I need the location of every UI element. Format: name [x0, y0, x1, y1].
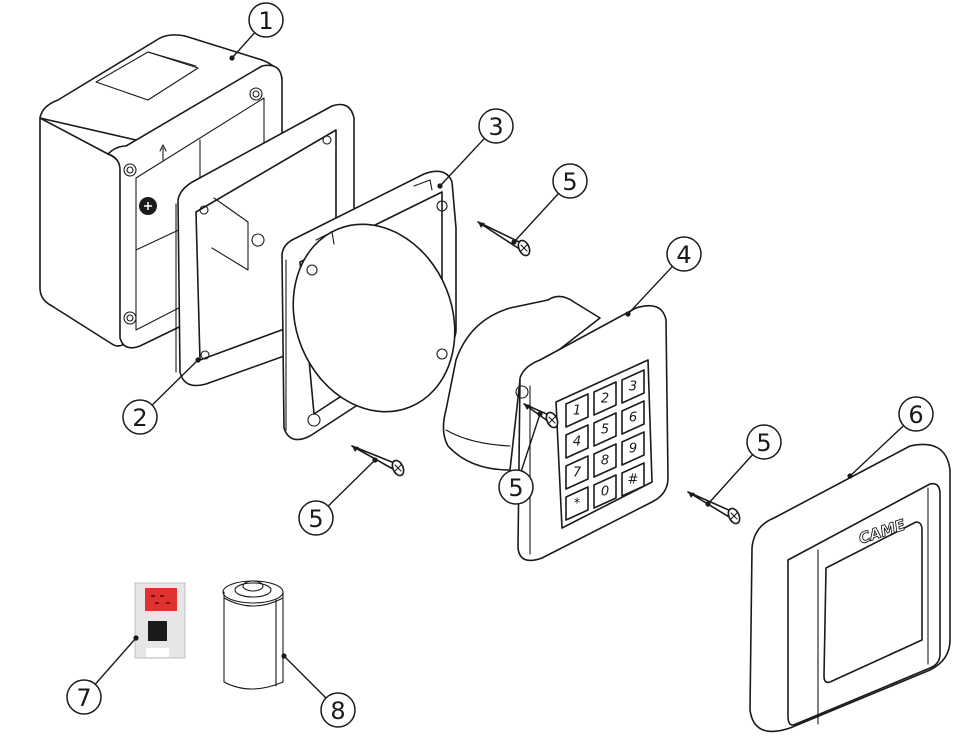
callout-5c: 5 [498, 411, 543, 505]
callout-circle [498, 469, 534, 505]
leader-dot [281, 653, 287, 659]
callout-5a: 5 [511, 163, 588, 245]
callout-2: 2 [122, 357, 201, 435]
keypad-key-label: 4 [573, 435, 581, 450]
leader-dot [372, 457, 378, 463]
keypad-key-label: 3 [629, 380, 637, 395]
callout-5b: 5 [298, 457, 378, 536]
keypad-key-label: 6 [629, 411, 637, 426]
keypad-key: 8 [593, 443, 617, 478]
keypad-key: 7 [565, 455, 589, 490]
leader-line [283, 655, 327, 699]
keypad-key: 3 [621, 369, 645, 404]
screw [523, 403, 559, 429]
callout-number: 8 [330, 697, 345, 725]
leader-line [520, 413, 541, 472]
leader-line [327, 459, 376, 507]
leader-dot [625, 311, 631, 317]
mounting-frame [281, 170, 457, 441]
keypad-key-label: 0 [601, 485, 609, 500]
keypad-key-label: # [628, 473, 639, 488]
callout-6: 6 [847, 396, 934, 479]
leader-line [513, 193, 560, 243]
keypad-keys: 1 2 3 4 5 6 7 8 9 * 0 # [565, 369, 645, 521]
callout-4: 4 [625, 236, 702, 317]
leader-line [94, 637, 137, 685]
leader-dot [229, 55, 235, 61]
callout-1: 1 [229, 2, 284, 61]
leader-dot [437, 183, 443, 189]
front-cover: CAME [749, 443, 951, 733]
leader-dot [133, 635, 139, 641]
keypad-key-label: * [574, 497, 581, 512]
callout-circle [478, 108, 514, 144]
leader-line [151, 359, 199, 406]
callout-circle [248, 2, 284, 38]
callout-number: 5 [756, 429, 771, 457]
callout-number: 2 [132, 404, 147, 432]
keypad-key-label: 9 [629, 442, 637, 457]
callout-number: 1 [258, 7, 273, 35]
callout-circle [298, 500, 334, 536]
keypad-key-label: 8 [601, 454, 609, 469]
callout-number: 5 [508, 474, 523, 502]
callout-number: 7 [76, 684, 91, 712]
keypad-key: 1 [565, 393, 589, 428]
keypad-key: 4 [565, 424, 589, 459]
callout-number: 3 [488, 113, 503, 141]
leader-dot [511, 239, 517, 245]
screw [477, 221, 531, 257]
leader-line [707, 454, 754, 505]
callout-circle [320, 692, 356, 728]
keypad-key-label: 2 [601, 392, 609, 407]
callout-7: 7 [66, 635, 139, 715]
keypad-key-label: 7 [573, 466, 582, 481]
circuit-board [134, 582, 186, 659]
callout-5d: 5 [705, 424, 782, 507]
callout-circle [898, 396, 934, 432]
leader-line [439, 137, 485, 187]
callout-circle [122, 399, 158, 435]
callout-8: 8 [281, 653, 356, 728]
callout-number: 5 [308, 505, 323, 533]
callout-circle [66, 679, 102, 715]
callout-circle [746, 424, 782, 460]
leader-dot [705, 501, 711, 507]
callout-number: 4 [676, 241, 691, 269]
leader-line [627, 265, 673, 315]
leader-line [231, 32, 256, 59]
keypad-key: 6 [621, 400, 645, 435]
callouts: 1 2 3 4 5 5 5 5 6 7 8 [66, 2, 934, 728]
keypad-key: # [621, 462, 645, 497]
keypad-key: * [565, 486, 589, 521]
callout-circle [666, 236, 702, 272]
keypad-key: 2 [593, 381, 617, 416]
screw [351, 445, 405, 477]
keypad-key: 0 [593, 474, 617, 509]
leader-line [849, 425, 905, 477]
leader-dot [195, 357, 201, 363]
leader-dot [537, 411, 543, 417]
callout-number: 5 [562, 168, 577, 196]
leader-dot [847, 473, 853, 479]
callout-circle [552, 163, 588, 199]
keypad-key: 9 [621, 431, 645, 466]
keypad-key-label: 1 [573, 404, 581, 419]
callout-3: 3 [437, 108, 514, 189]
keypad-key-label: 5 [601, 423, 609, 438]
board-connector-pin [151, 595, 155, 597]
keypad-key: 5 [593, 412, 617, 447]
callout-number: 6 [908, 401, 923, 429]
battery [222, 580, 284, 690]
